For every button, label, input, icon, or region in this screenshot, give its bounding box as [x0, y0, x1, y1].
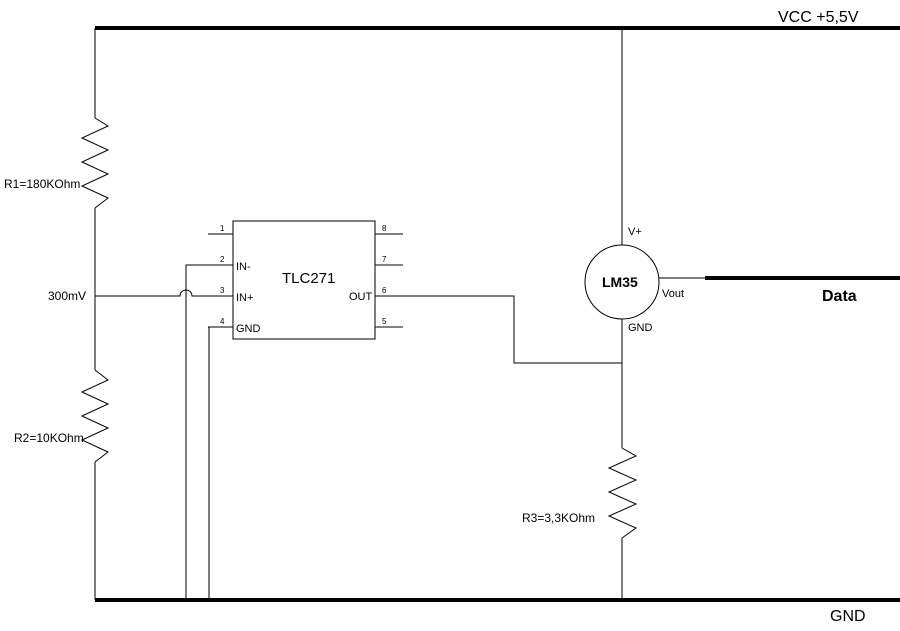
vcc-label: VCC +5,5V [778, 9, 859, 26]
pin-7-num: 7 [382, 255, 387, 264]
pin-4-num: 4 [220, 317, 225, 326]
opamp-body [232, 220, 376, 340]
lm35-body [584, 244, 660, 320]
opamp-ground-wires [185, 264, 210, 600]
pin-5-num: 5 [382, 317, 387, 326]
r2-label: R2=10KOhm [14, 431, 84, 445]
gnd-label: GND [830, 608, 866, 625]
pin-6-num: 6 [382, 286, 387, 295]
pin-in-minus-label: IN- [236, 261, 251, 273]
r3-resistor [607, 447, 638, 539]
lm35-vplus-label: V+ [628, 226, 642, 238]
pin-in-plus-label: IN+ [236, 292, 253, 304]
opamp-pin-leads [208, 233, 403, 328]
pin-8-num: 8 [382, 224, 387, 233]
pin-2-num: 2 [220, 255, 225, 264]
lm35-name: LM35 [602, 274, 638, 290]
pin-1-num: 1 [220, 224, 225, 233]
pin-gnd-label: GND [236, 323, 261, 335]
opamp-output-wire [403, 295, 622, 364]
pin-out-label: OUT [349, 291, 373, 303]
r1-label: R1=180KOhm [4, 177, 80, 191]
opamp-name: TLC271 [282, 270, 335, 287]
mid-voltage-label: 300mV [48, 289, 86, 303]
lm35-vout-label: Vout [662, 288, 684, 300]
r3-label: R3=3,3KOhm [522, 511, 595, 525]
divider-wire [94, 28, 210, 600]
lm35-gnd-label: GND [628, 322, 653, 334]
pin-3-num: 3 [220, 286, 225, 295]
data-output-label: Data [822, 288, 857, 305]
r2-resistor [80, 369, 110, 463]
r1-resistor [80, 117, 110, 209]
